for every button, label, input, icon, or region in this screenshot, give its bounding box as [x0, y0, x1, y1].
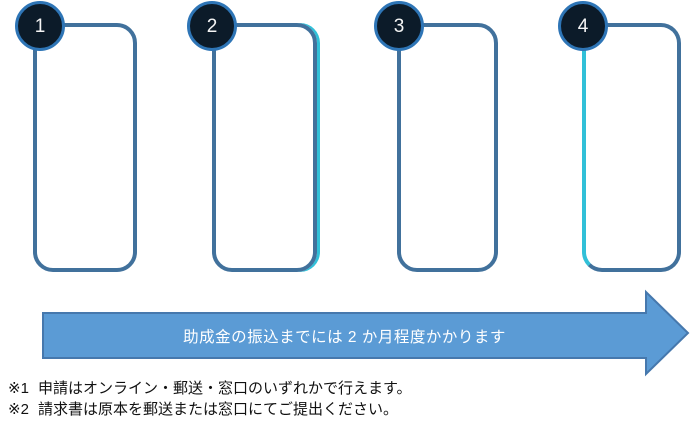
step-2-box: [212, 23, 317, 272]
step-1-number-badge: 1: [15, 1, 65, 51]
footnote-2-text: 請求書は原本を郵送または窓口にてご提出ください。: [38, 401, 399, 418]
timeline-arrow-label: 助成金の振込までには 2 か月程度かかります: [183, 328, 506, 346]
step-3-number-badge: 3: [374, 1, 424, 51]
step-3-number: 3: [393, 15, 405, 37]
footnote-1-text: 申請はオンライン・郵送・窓口のいずれかで行えます。: [38, 380, 412, 397]
step-2-number: 2: [206, 15, 218, 37]
footnote-1: ※1 申請はオンライン・郵送・窓口のいずれかで行えます。: [8, 378, 546, 399]
step-4-number-badge: 4: [558, 1, 608, 51]
arrow-shape: [42, 289, 690, 377]
step-4-box: [582, 23, 681, 272]
step-1-number: 1: [34, 15, 46, 37]
step-1-box: [33, 23, 137, 272]
step-2-number-badge: 2: [187, 1, 237, 51]
footnote-2: ※2 請求書は原本を郵送または窓口にてご提出ください。: [8, 399, 546, 420]
step-4-number: 4: [577, 15, 589, 37]
step-3-box: [397, 23, 498, 272]
footnote-2-marker: ※2: [8, 401, 29, 418]
footnote-1-marker: ※1: [8, 380, 29, 397]
footnote-panel: ※1 申請はオンライン・郵送・窓口のいずれかで行えます。 ※2 請求書は原本を郵…: [0, 374, 546, 428]
